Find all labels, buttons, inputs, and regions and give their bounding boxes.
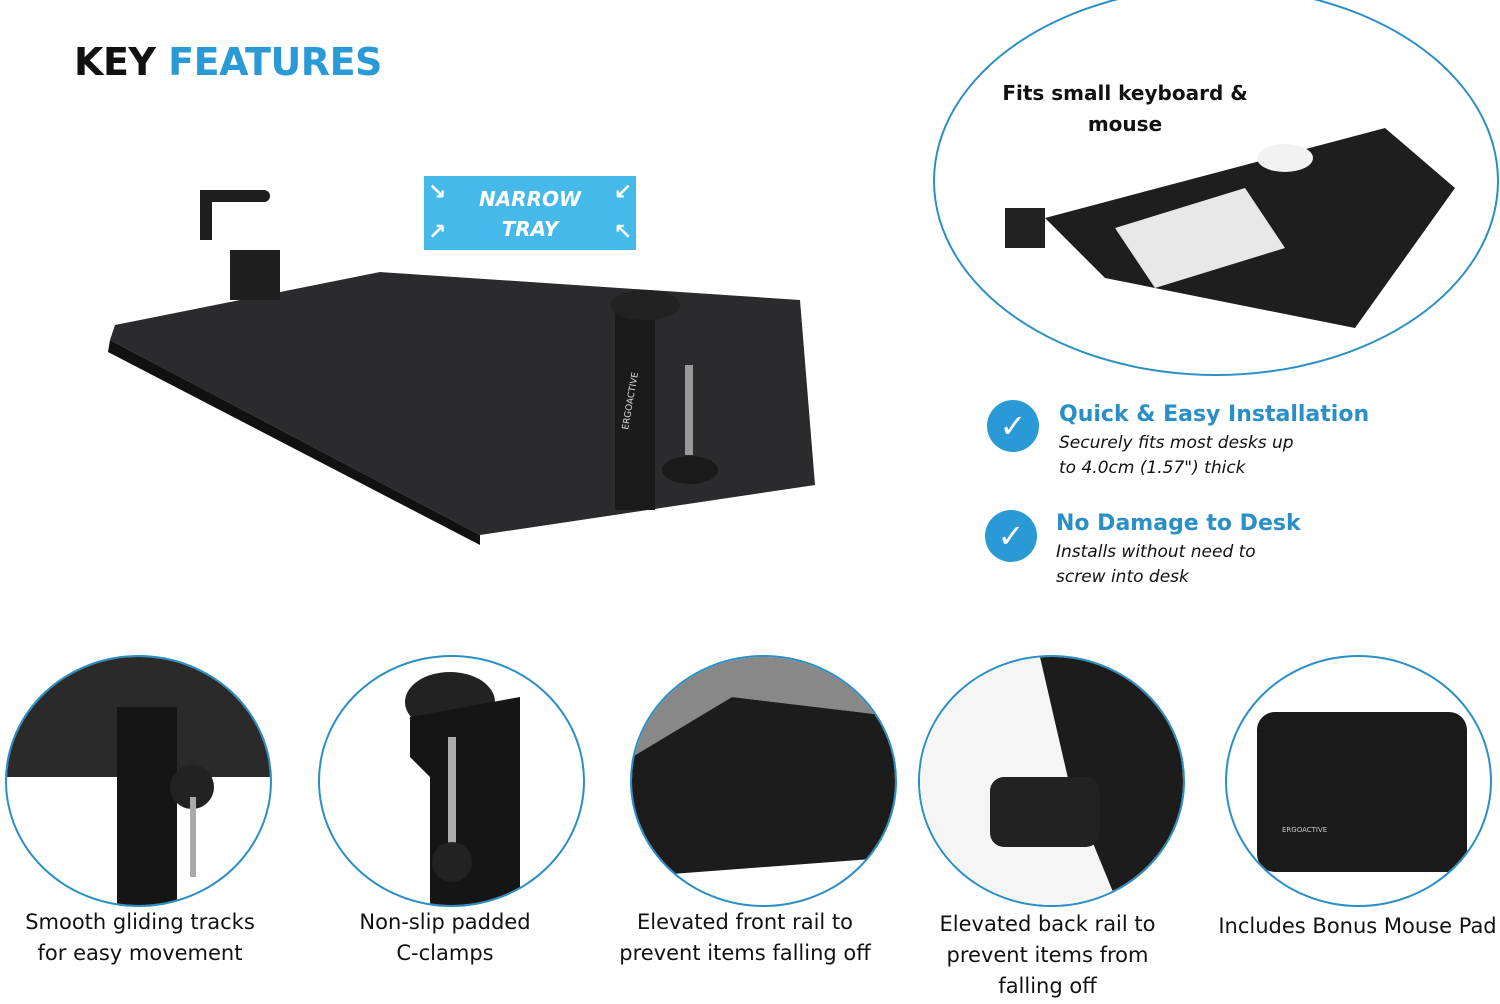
gliding-tracks-circle <box>5 655 272 907</box>
c-clamp-circle <box>318 655 585 907</box>
arrow-icon: ↙ <box>613 180 632 205</box>
caption-line: Elevated front rail to <box>636 910 854 934</box>
caption-line: Smooth gliding tracks <box>25 910 255 934</box>
circle-caption-line2: mouse <box>1087 112 1163 136</box>
caption-line: falling off <box>998 974 1097 998</box>
mouse-pad-logo: ERGOACTIVE <box>1282 826 1327 834</box>
arrow-icon: ↖ <box>613 220 632 245</box>
detail-caption: Smooth gliding tracks for easy movement <box>0 907 280 969</box>
detail-caption: Elevated front rail to prevent items fall… <box>600 907 890 969</box>
caption-line: prevent items falling off <box>619 941 871 965</box>
caption-line: for easy movement <box>37 941 243 965</box>
title-part2: FEATURES <box>168 40 382 84</box>
caption-line: Elevated back rail to <box>939 912 1156 936</box>
detail-caption: Elevated back rail to prevent items from f… <box>910 909 1185 1002</box>
feature-description: screw into desk <box>1056 567 1189 587</box>
checkmark-icon: ✓ <box>985 510 1037 562</box>
feature-heading: Quick & Easy Installation <box>1059 402 1370 427</box>
narrow-tray-badge: NARROW TRAY ↘ ↙ ↗ ↖ <box>424 176 636 250</box>
caption-line: Includes Bonus Mouse Pad <box>1218 914 1497 938</box>
detail-caption: Includes Bonus Mouse Pad <box>1205 911 1500 942</box>
badge-line2: TRAY <box>501 217 559 241</box>
back-rail-circle <box>918 655 1185 907</box>
caption-line: C-clamps <box>396 941 494 965</box>
badge-line1: NARROW <box>478 187 582 211</box>
feature-heading: No Damage to Desk <box>1056 511 1301 536</box>
tray-with-keyboard-image <box>1005 128 1455 328</box>
feature-description: Installs without need to <box>1056 542 1256 562</box>
arrow-icon: ↗ <box>428 220 447 245</box>
mouse-pad-circle: ERGOACTIVE <box>1225 655 1492 907</box>
feature-description: to 4.0cm (1.57") thick <box>1059 458 1246 478</box>
arrow-icon: ↘ <box>428 180 447 205</box>
page-title: KEY FEATURES <box>74 40 382 84</box>
keyboard-mouse-circle: Fits small keyboard & mouse <box>933 0 1499 376</box>
keyboard-tray-image: ERGOACTIVE <box>108 190 815 545</box>
checkmark-icon: ✓ <box>987 400 1039 452</box>
front-rail-circle <box>630 655 897 907</box>
feature-description: Securely fits most desks up <box>1059 433 1294 453</box>
circle-caption-line1: Fits small keyboard & <box>1002 81 1248 105</box>
caption-line: prevent items from <box>946 943 1149 967</box>
title-part1: KEY <box>74 40 156 84</box>
caption-line: Non-slip padded <box>359 910 531 934</box>
